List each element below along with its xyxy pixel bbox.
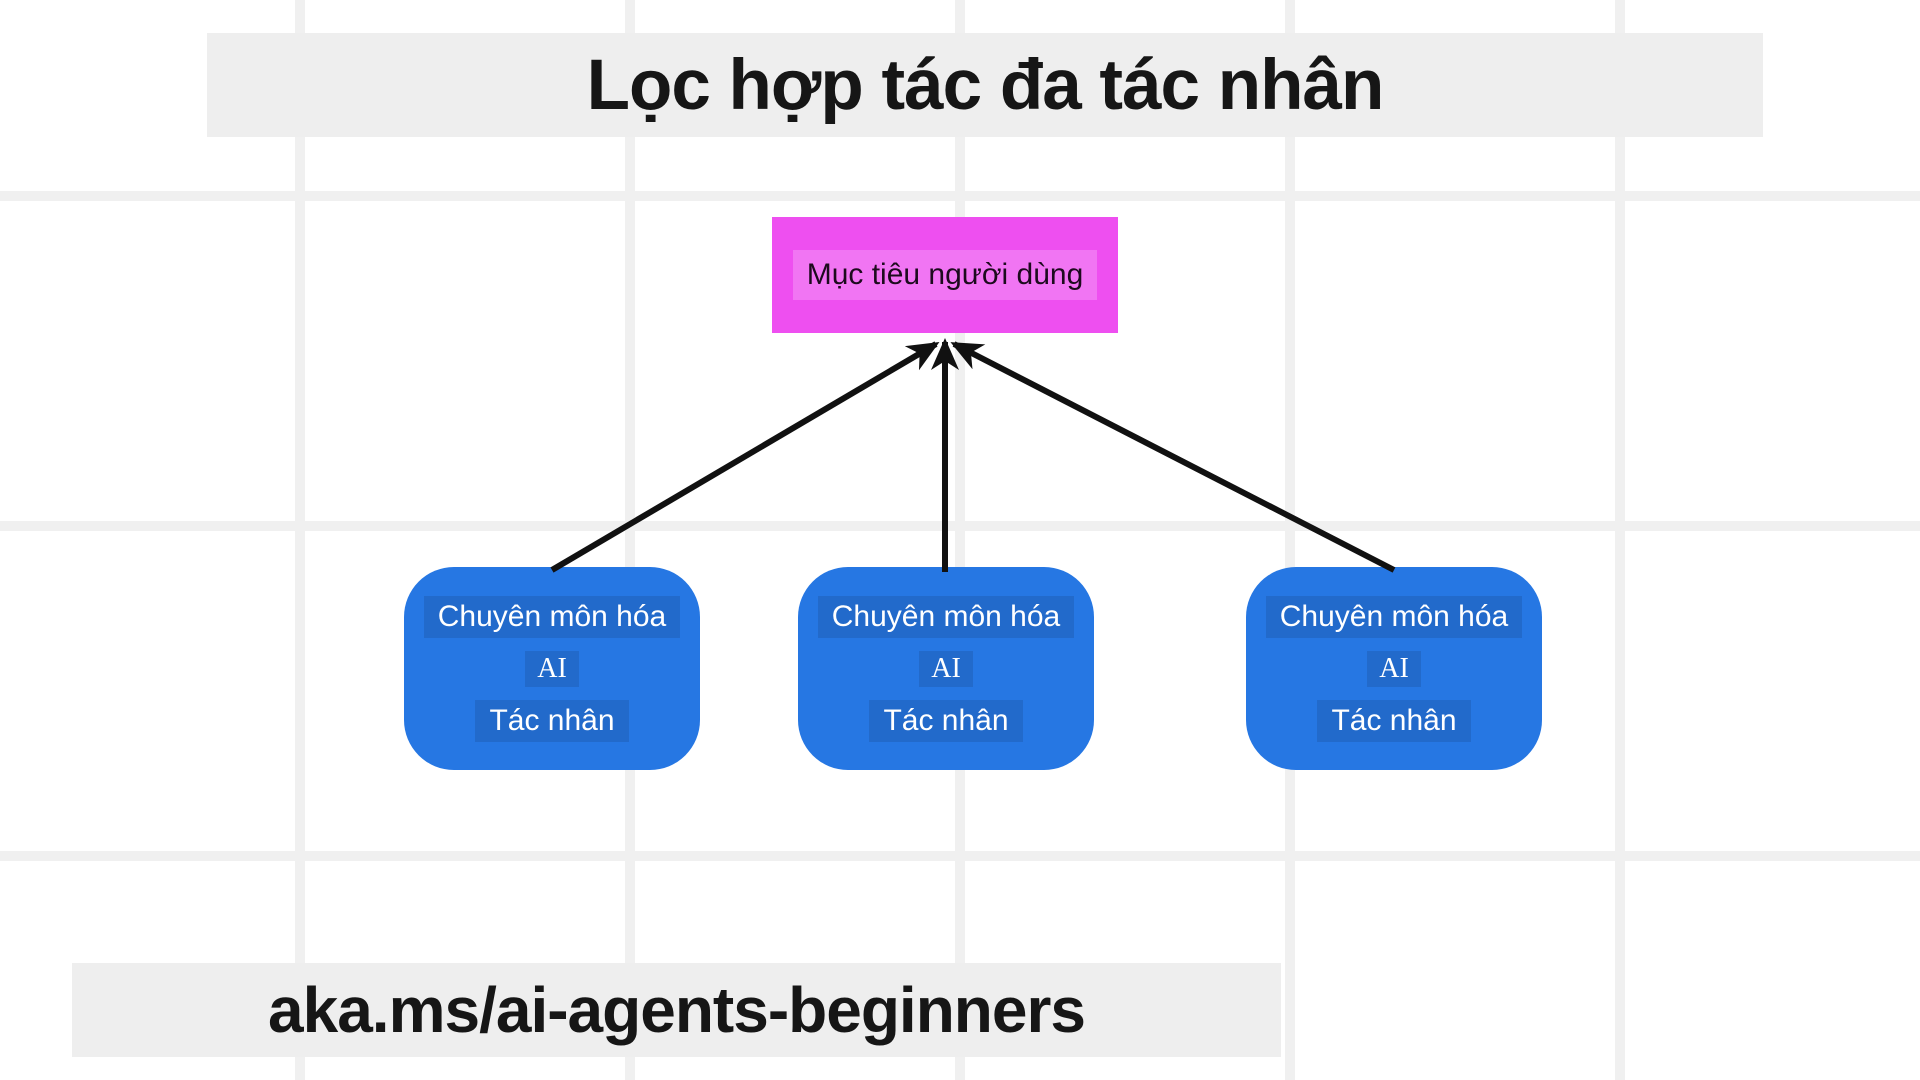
arrow-agent3-to-goal [950,341,1396,573]
page-title: Lọc hợp tác đa tác nhân [586,45,1385,125]
agent-node-2-line1: Chuyên môn hóa [817,595,1075,638]
agent-node-3-line2: AI [1367,650,1421,687]
footer-link-text: aka.ms/ai-agents-beginners [268,974,1086,1046]
agent-node-3-line3: Tác nhân [1317,699,1471,742]
goal-node-label: Mục tiêu người dùng [792,250,1098,300]
arrow-agent1-to-goal [550,341,940,573]
footer-banner: aka.ms/ai-agents-beginners [72,963,1281,1057]
agent-node-1-line1: Chuyên môn hóa [423,595,681,638]
agent-node-1-line2: AI [525,650,579,687]
agent-node-1-line3: Tác nhân [475,699,629,742]
agent-node-3-line1: Chuyên môn hóa [1265,595,1523,638]
agent-node-2-line3: Tác nhân [869,699,1023,742]
agent-node-3: Chuyên môn hóa AI Tác nhân [1246,567,1542,770]
goal-node: Mục tiêu người dùng [772,217,1118,333]
agent-node-1: Chuyên môn hóa AI Tác nhân [404,567,700,770]
title-banner: Lọc hợp tác đa tác nhân [207,33,1763,137]
agent-node-2-line2: AI [919,650,973,687]
agent-node-2: Chuyên môn hóa AI Tác nhân [798,567,1094,770]
